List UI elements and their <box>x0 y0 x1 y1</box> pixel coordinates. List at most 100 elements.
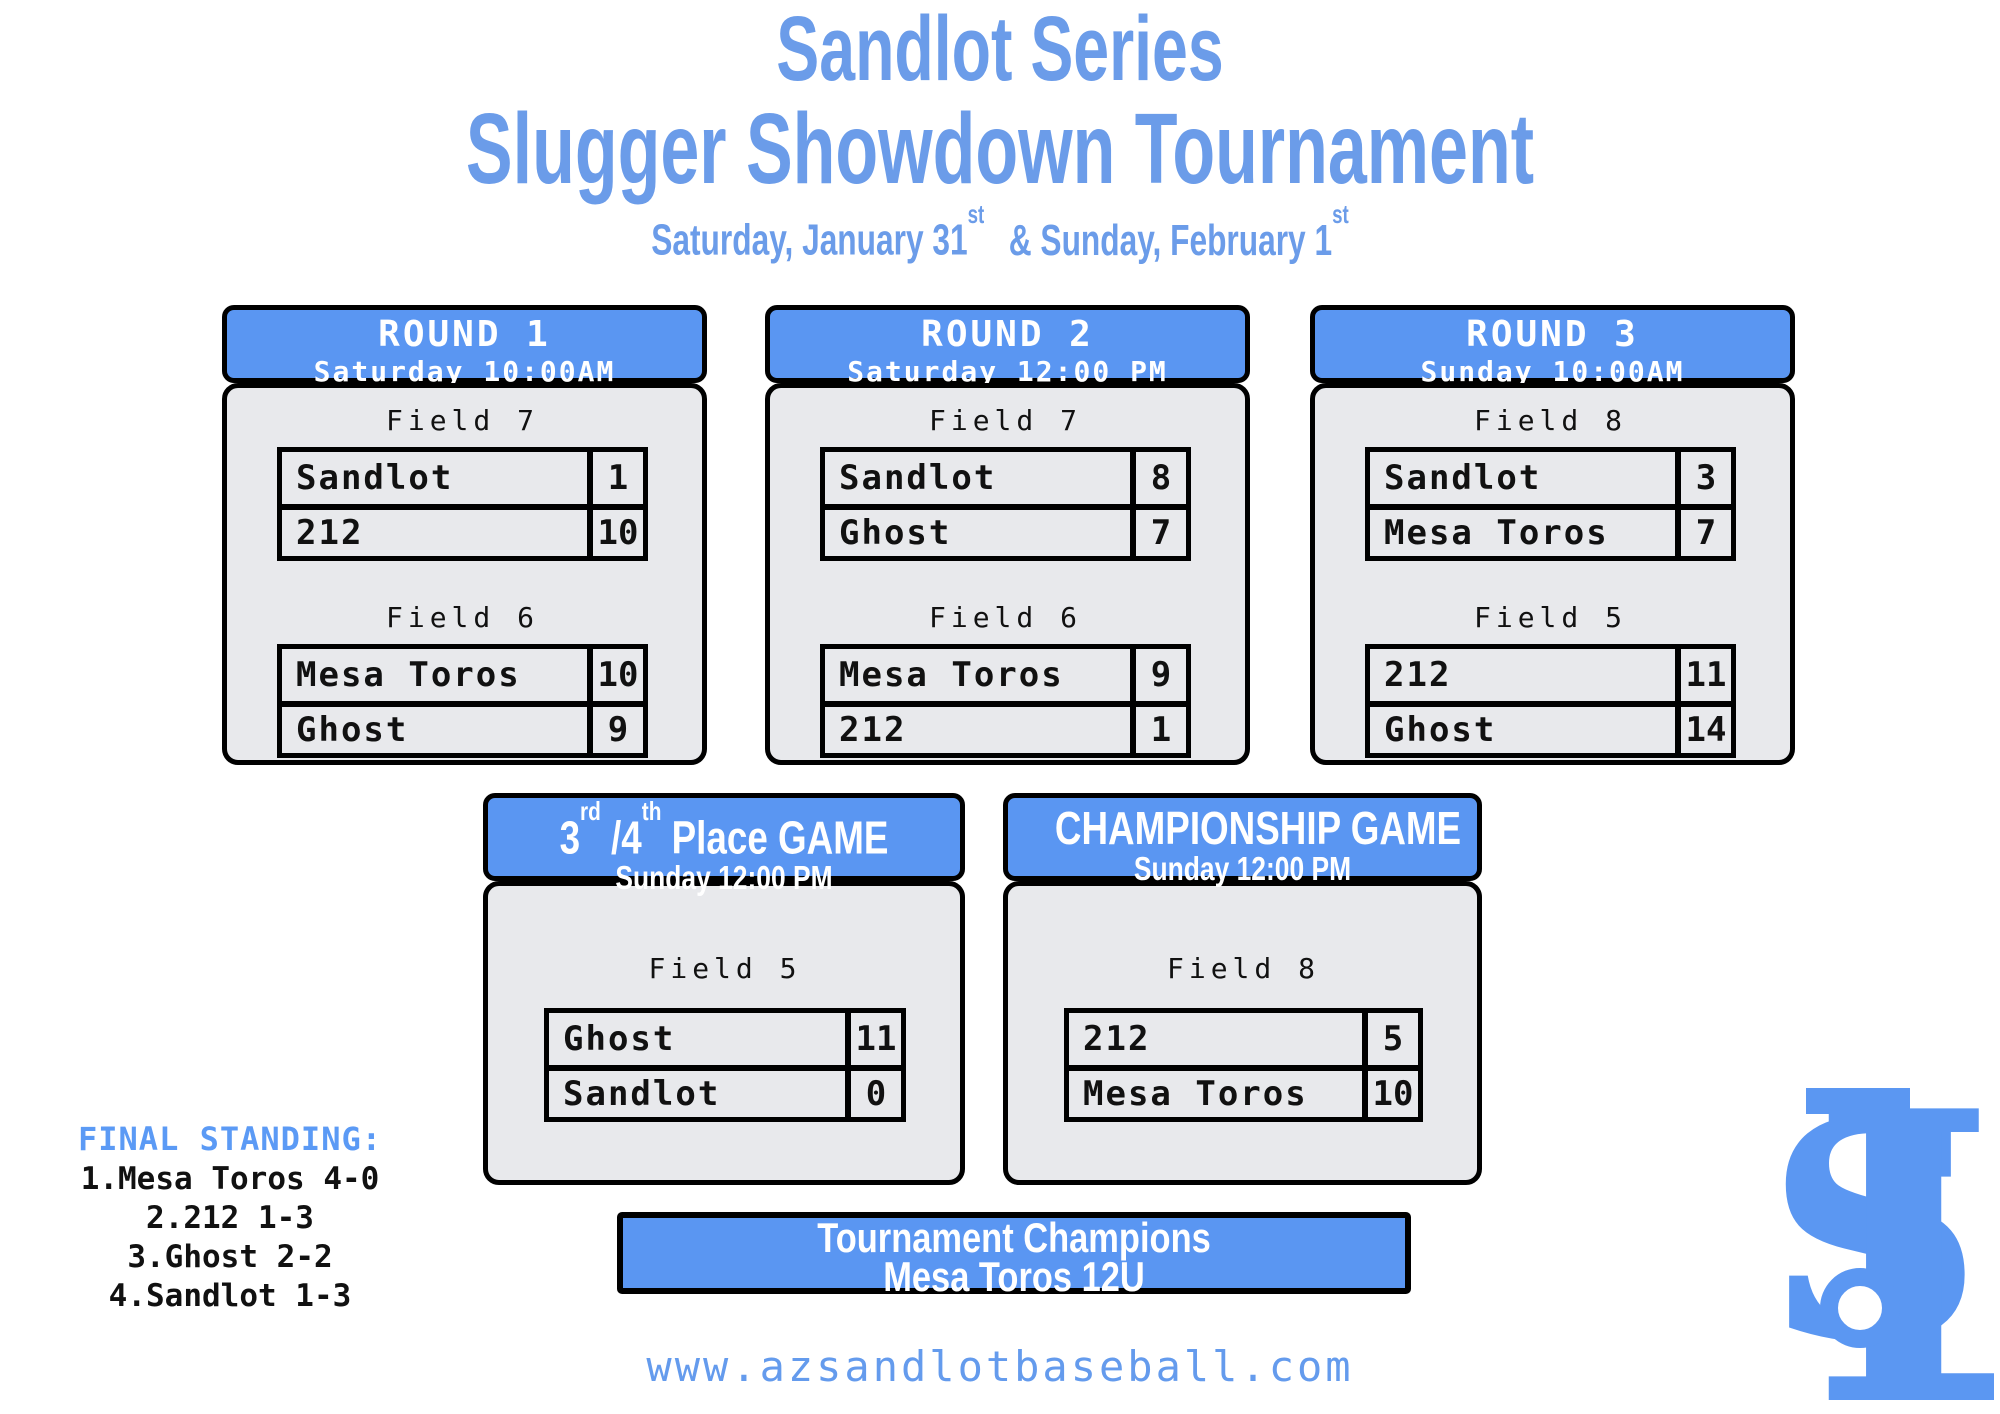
date-part1: Saturday, January 31 <box>651 215 968 265</box>
match-scoreboard: Ghost 11 Sandlot 0 <box>544 1008 906 1122</box>
championship-header: CHAMPIONSHIP GAME Sunday 12:00 PM <box>1003 793 1482 886</box>
champions-banner: Tournament Champions Mesa Toros 12U <box>617 1212 1411 1300</box>
match-row: 212 10 <box>282 504 643 556</box>
round-2-time: Saturday 12:00 PM <box>847 355 1168 388</box>
round-1-header: ROUND 1 Saturday 10:00AM <box>222 305 707 388</box>
field-label: Field 7 <box>385 404 539 437</box>
team-name: 212 <box>1384 655 1452 695</box>
team-name: Ghost <box>1384 710 1497 750</box>
standings-heading: FINAL STANDING: <box>78 1120 382 1158</box>
match-row: Mesa Toros 7 <box>1370 504 1731 556</box>
match-scoreboard: Mesa Toros 10 Ghost 9 <box>277 644 648 758</box>
round-3-header: ROUND 3 Sunday 10:00AM <box>1310 305 1795 388</box>
match-row: Ghost 11 <box>549 1013 901 1065</box>
place-game-title-part: Place GAME <box>661 811 889 864</box>
place-game-body: Field 5 Ghost 11 Sandlot 0 <box>483 881 965 1185</box>
match-row: Ghost 14 <box>1370 701 1731 753</box>
match-scoreboard: 212 11 Ghost 14 <box>1365 644 1736 758</box>
field-label: Field 8 <box>1473 404 1627 437</box>
team-name: Sandlot <box>1384 458 1542 498</box>
place-game-title-sup: rd <box>580 796 601 826</box>
team-score: 9 <box>1130 649 1186 701</box>
match-scoreboard: Sandlot 8 Ghost 7 <box>820 447 1191 561</box>
round-3-body: Field 8 Sandlot 3 Mesa Toros 7 Field 5 <box>1310 383 1795 765</box>
round-2-game-1: Field 7 Sandlot 8 Ghost 7 <box>820 404 1191 561</box>
champions-banner-line2: Mesa Toros 12U <box>883 1253 1145 1300</box>
match-row: Sandlot 3 <box>1370 452 1731 504</box>
field-label: Field 5 <box>1473 601 1627 634</box>
championship-body: Field 8 212 5 Mesa Toros 10 <box>1003 881 1482 1185</box>
date-sup1: st <box>967 199 985 229</box>
match-row: 212 1 <box>825 701 1186 753</box>
match-scoreboard: Sandlot 3 Mesa Toros 7 <box>1365 447 1736 561</box>
championship-card: CHAMPIONSHIP GAME Sunday 12:00 PM Field … <box>1003 793 1482 1185</box>
championship-time: Sunday 12:00 PM <box>1133 850 1352 887</box>
championship-game: Field 8 212 5 Mesa Toros 10 <box>1064 952 1423 1122</box>
place-game-title-part: 3 <box>559 811 581 864</box>
team-score: 0 <box>845 1071 901 1117</box>
round-1-game-2: Field 6 Mesa Toros 10 Ghost 9 <box>277 601 648 758</box>
poster-header: Sandlot Series Slugger Showdown Tourname… <box>0 0 2000 265</box>
logo-letter-l: L <box>1810 1070 1994 1408</box>
place-game-title: 3rd /4th Place GAME <box>535 796 913 864</box>
sandlot-monogram-logo: S L <box>1766 1070 1994 1408</box>
website-url: www.azsandlotbaseball.com <box>646 1342 1354 1391</box>
standings-entry-1: 1.Mesa Toros 4-0 <box>80 1161 380 1197</box>
round-1-title: ROUND 1 <box>378 314 551 355</box>
team-score: 1 <box>1130 707 1186 753</box>
team-name: Mesa Toros <box>296 655 521 695</box>
match-scoreboard: Sandlot 1 212 10 <box>277 447 648 561</box>
match-row: Mesa Toros 9 <box>825 649 1186 701</box>
place-game-title-part: /4 <box>600 811 642 864</box>
team-score: 9 <box>587 707 643 753</box>
place-game-title-sup: th <box>641 796 662 826</box>
round-3-card: ROUND 3 Sunday 10:00AM Field 8 Sandlot 3… <box>1310 305 1795 765</box>
logo-letter-l-top-serif <box>1806 1088 1910 1114</box>
team-name: Sandlot <box>839 458 997 498</box>
team-score: 7 <box>1130 510 1186 556</box>
team-score: 10 <box>587 649 643 701</box>
event-dates: Saturday, January 31st& Sunday, February… <box>280 199 1720 265</box>
team-score: 10 <box>1362 1071 1418 1117</box>
logo-letter-s: S <box>1766 1070 1983 1408</box>
round-3-game-1: Field 8 Sandlot 3 Mesa Toros 7 <box>1365 404 1736 561</box>
place-game-time: Sunday 12:00 PM <box>615 859 833 897</box>
team-score: 7 <box>1675 510 1731 556</box>
team-name: Sandlot <box>296 458 454 498</box>
round-2-game-2: Field 6 Mesa Toros 9 212 1 <box>820 601 1191 758</box>
team-score: 14 <box>1675 707 1731 753</box>
page-title-line1: Sandlot Series <box>776 0 1224 100</box>
team-name: Ghost <box>296 710 409 750</box>
team-name: Mesa Toros <box>1384 513 1609 553</box>
page-title-line2: Slugger Showdown Tournament <box>465 93 1535 205</box>
standings-entry-3: 3.Ghost 2-2 <box>127 1239 333 1275</box>
round-2-header: ROUND 2 Saturday 12:00 PM <box>765 305 1250 388</box>
standings-entry-2: 2.212 1-3 <box>146 1200 314 1236</box>
field-label: Field 7 <box>928 404 1082 437</box>
field-label: Field 6 <box>385 601 539 634</box>
team-name: Sandlot <box>563 1074 721 1114</box>
match-scoreboard: 212 5 Mesa Toros 10 <box>1064 1008 1423 1122</box>
round-2-body: Field 7 Sandlot 8 Ghost 7 Field 6 Me <box>765 383 1250 765</box>
field-label: Field 5 <box>648 952 802 985</box>
team-score: 1 <box>587 452 643 504</box>
standings-entry-4: 4.Sandlot 1-3 <box>108 1278 352 1314</box>
date-part2: & Sunday, February 1 <box>1008 215 1333 265</box>
team-name: Ghost <box>839 513 952 553</box>
round-2-card: ROUND 2 Saturday 12:00 PM Field 7 Sandlo… <box>765 305 1250 765</box>
round-1-game-1: Field 7 Sandlot 1 212 10 <box>277 404 648 561</box>
date-sup2: st <box>1332 199 1349 229</box>
place-game-card: 3rd /4th Place GAME Sunday 12:00 PM Fiel… <box>483 793 965 1185</box>
team-score: 8 <box>1130 452 1186 504</box>
round-2-title: ROUND 2 <box>921 314 1094 355</box>
team-name: 212 <box>839 710 907 750</box>
match-row: 212 5 <box>1069 1013 1418 1065</box>
team-name: 212 <box>1083 1019 1151 1059</box>
round-3-title: ROUND 3 <box>1466 314 1639 355</box>
field-label: Field 6 <box>928 601 1082 634</box>
team-score: 3 <box>1675 452 1731 504</box>
team-name: Ghost <box>563 1019 676 1059</box>
team-score: 11 <box>1675 649 1731 701</box>
final-standings: FINAL STANDING: 1.Mesa Toros 4-0 2.212 1… <box>45 1118 415 1316</box>
